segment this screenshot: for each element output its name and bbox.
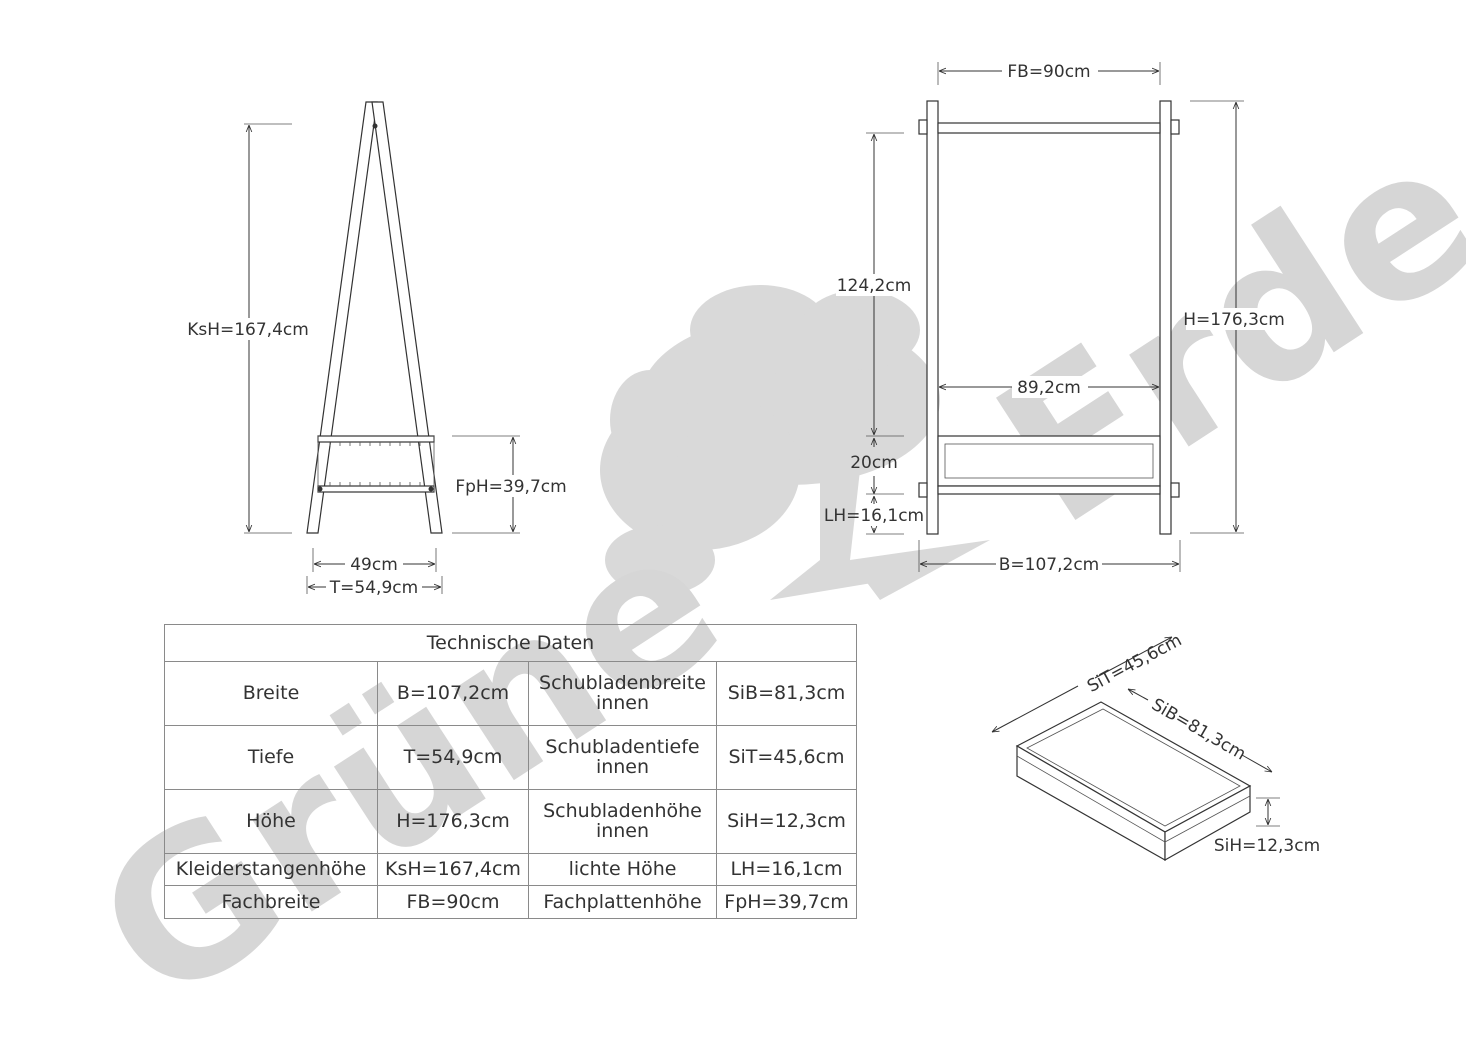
- table-row: Kleiderstangenhöhe KsH=167,4cm lichte Hö…: [164, 852, 858, 887]
- table-cell: B=107,2cm: [377, 661, 529, 726]
- table-title: Technische Daten: [163, 624, 858, 662]
- drawer-front: [937, 435, 1161, 487]
- drawer-height-label: 20cm: [850, 453, 898, 473]
- shelf-width-label: FB=90cm: [1007, 62, 1090, 82]
- front-shelf-board: [937, 485, 1161, 495]
- shelf-height-label: FpH=39,7cm: [455, 477, 566, 497]
- inner-width-label: 89,2cm: [1017, 378, 1081, 398]
- table-cell: Schubladenbreite innen: [528, 661, 717, 726]
- table-cell: Höhe: [164, 788, 378, 854]
- depth-label: T=54,9cm: [329, 578, 418, 598]
- table-cell: SiT=45,6cm: [715, 724, 858, 790]
- front-post-right: [1159, 100, 1172, 535]
- table-cell: Fachplattenhöhe: [528, 885, 717, 919]
- clear-height-label: LH=16,1cm: [824, 506, 924, 526]
- drawer-height-label: SiH=12,3cm: [1214, 836, 1320, 856]
- side-view: KsH=167,4cm FpH=39,7cm 49cm T=54,9cm: [186, 101, 570, 598]
- table-cell: T=54,9cm: [377, 724, 529, 790]
- tree-logo: [600, 285, 990, 600]
- clothes-rail: [937, 122, 1161, 134]
- table-cell: Kleiderstangenhöhe: [164, 852, 378, 887]
- table-cell: lichte Höhe: [528, 852, 717, 887]
- side-leg-right: [371, 101, 443, 534]
- table-cell: Fachbreite: [164, 885, 378, 919]
- table-cell: KsH=167,4cm: [377, 852, 529, 887]
- side-shelf: [317, 435, 435, 493]
- total-height-label: H=176,3cm: [1183, 310, 1285, 330]
- table-cell: Schubladenhöhe innen: [528, 788, 717, 854]
- side-height-label: KsH=167,4cm: [187, 320, 309, 340]
- table-cell: FB=90cm: [377, 885, 529, 919]
- rail-bolt: [372, 123, 378, 129]
- front-view: FB=90cm H=176,3cm 124,2cm 89,2cm 20cm LH…: [824, 60, 1286, 575]
- table-cell: Tiefe: [164, 724, 378, 790]
- table-cell: H=176,3cm: [377, 788, 529, 854]
- upper-height-label: 124,2cm: [837, 276, 912, 296]
- drawer-depth-label: SiT=45,6cm: [1084, 630, 1185, 696]
- table-row: Breite B=107,2cm Schubladenbreite innen …: [164, 661, 858, 726]
- table-cell: LH=16,1cm: [715, 852, 858, 887]
- table-row: Höhe H=176,3cm Schubladenhöhe innen SiH=…: [164, 788, 858, 854]
- watermark-word-2: Erde: [959, 95, 1466, 570]
- table-cell: Breite: [164, 661, 378, 726]
- front-post-left: [926, 100, 939, 535]
- inner-depth-label: 49cm: [350, 555, 398, 575]
- side-leg-left: [306, 101, 378, 534]
- technical-data-table: Technische Daten Breite B=107,2cm Schubl…: [163, 624, 858, 919]
- table-cell: SiB=81,3cm: [715, 661, 858, 726]
- table-cell: FpH=39,7cm: [715, 885, 858, 919]
- table-row: Fachbreite FB=90cm Fachplattenhöhe FpH=3…: [164, 885, 858, 919]
- table-cell: SiH=12,3cm: [715, 788, 858, 854]
- table-row: Tiefe T=54,9cm Schubladentiefe innen SiT…: [164, 724, 858, 790]
- drawer-isometric: SiT=45,6cm SiB=81,3cm SiH=12,3cm: [992, 630, 1320, 862]
- table-cell: Schubladentiefe innen: [528, 724, 717, 790]
- width-label: B=107,2cm: [999, 555, 1099, 575]
